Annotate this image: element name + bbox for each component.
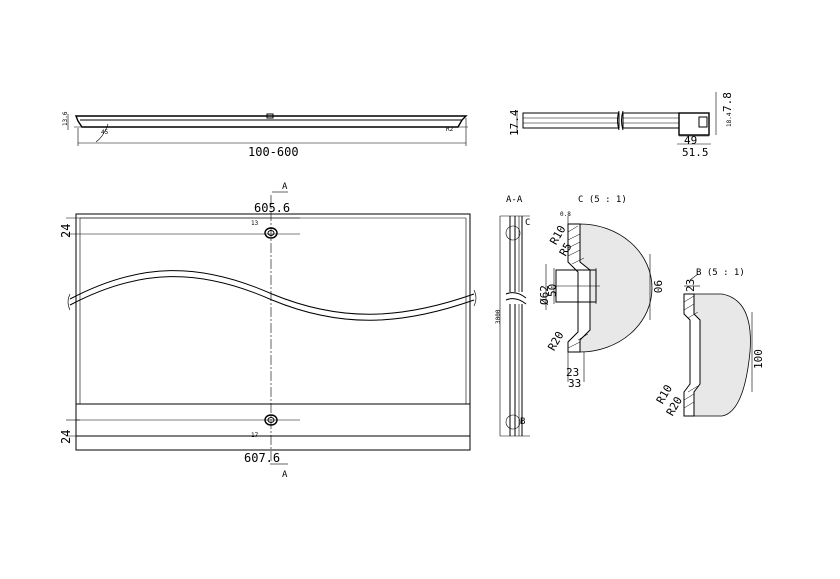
- detail-c-50: 50: [546, 284, 559, 297]
- detail-c-r5: R5: [557, 240, 575, 258]
- top-hole-label: 13: [251, 220, 259, 227]
- top-profile-notch: [266, 113, 274, 119]
- top-hole-inner: [267, 230, 275, 236]
- side-profile-view: 17.4 7.8 18.4 49 51.5: [508, 92, 734, 159]
- bottom-hole-label: 17: [251, 432, 259, 439]
- section-aa-title: A-A: [506, 195, 523, 205]
- angle-label: 45: [101, 129, 109, 136]
- radius-r2-label: R2: [446, 126, 454, 133]
- left-thickness-label: 13.6: [62, 111, 69, 126]
- detail-c-view: C (5 : 1) 0.8 R10 R5 50 Ø62 90 R20: [538, 195, 664, 390]
- top-hole: [264, 227, 278, 239]
- detail-c-top-gap: 0.8: [560, 211, 571, 218]
- end-cap-inner: [698, 116, 708, 128]
- detail-c-title: C (5 : 1): [578, 195, 627, 205]
- wave-break-right: [473, 289, 477, 307]
- side-profile-left-part: [522, 112, 620, 129]
- bottom-rail-label: 24: [59, 430, 73, 444]
- detail-b-leader: [689, 273, 699, 281]
- wave-lower: [69, 276, 475, 321]
- section-aa-break-2: [505, 298, 527, 305]
- detail-b-title: B (5 : 1): [696, 268, 745, 278]
- top-width-label: 605.6: [254, 201, 290, 215]
- section-aa-height-label: 3000: [495, 309, 502, 324]
- detail-c-dome: [579, 223, 653, 353]
- callout-b-label: B: [520, 417, 525, 427]
- detail-c-23: 23: [566, 366, 579, 379]
- span-label: 100-600: [248, 145, 299, 159]
- front-view: A A 605.6 24 13 24 17: [59, 182, 477, 480]
- side-width-label: 49: [684, 134, 697, 147]
- bottom-hole-inner: [267, 417, 275, 423]
- detail-b-100: 100: [752, 349, 765, 369]
- top-rail-label: 24: [59, 224, 73, 238]
- detail-c-profile: [567, 223, 591, 353]
- side-width-outer-label: 51.5: [682, 146, 709, 159]
- callout-c-label: C: [525, 218, 530, 228]
- section-aa-view: A-A 3000 C B: [495, 195, 530, 437]
- side-top-label: 7.8: [721, 92, 734, 112]
- bottom-hole: [264, 414, 278, 426]
- wave-break-left: [67, 293, 71, 311]
- detail-c-r20: R20: [545, 329, 566, 353]
- callout-c-circle: [505, 225, 521, 241]
- detail-b-23: 23: [684, 279, 697, 292]
- detail-c-62: Ø62: [538, 285, 551, 305]
- side-profile-end-cap: [678, 112, 710, 136]
- detail-b-profile: [683, 293, 701, 417]
- section-marker-bottom: A: [282, 470, 288, 480]
- top-profile-view: 45 R2 13.6 100-600: [62, 111, 470, 159]
- break-line-1: [617, 110, 620, 131]
- detail-c-hatching: [567, 225, 589, 349]
- side-height-label: 17.4: [508, 109, 521, 136]
- bottom-width-label: 607.6: [244, 451, 280, 465]
- detail-b-view: B (5 : 1) 23 100 R10 R20: [654, 268, 765, 418]
- wave-upper: [69, 270, 475, 315]
- side-profile-right-part: [622, 112, 680, 129]
- side-inner-label: 18.4: [726, 112, 733, 127]
- detail-c-33: 33: [568, 377, 581, 390]
- detail-b-hatching: [683, 295, 699, 409]
- detail-b-dome: [693, 293, 751, 417]
- section-aa-break-1: [505, 292, 527, 299]
- section-marker-top: A: [282, 182, 288, 192]
- detail-c-90: 90: [651, 280, 664, 293]
- angle-arc: [95, 123, 109, 143]
- callout-b-circle: [505, 414, 521, 430]
